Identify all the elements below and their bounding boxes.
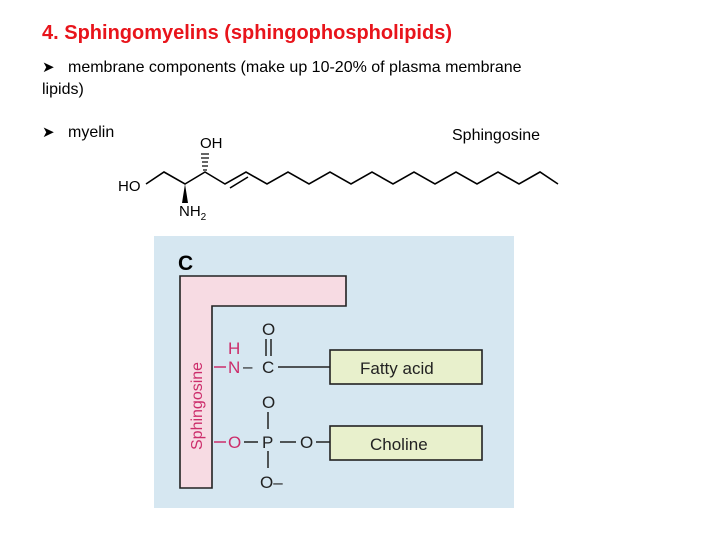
fatty-acid-box bbox=[329, 349, 483, 385]
sphingosine-caption: Sphingosine bbox=[452, 127, 541, 144]
oh-label: OH bbox=[200, 135, 223, 152]
sphingomyelin-diagram: C Sphingosine H N – C O O P O O O– Fatty… bbox=[154, 236, 514, 508]
choline-label: Choline bbox=[370, 435, 428, 454]
double-bond bbox=[229, 176, 249, 189]
fatty-acid-label: Fatty acid bbox=[360, 359, 434, 378]
bullet-myelin-text: myelin bbox=[68, 124, 115, 141]
phosphate-o-bottom: O– bbox=[260, 473, 283, 492]
amide-dash: – bbox=[243, 357, 253, 376]
amide-c: C bbox=[262, 358, 274, 377]
bullet-membrane-text: membrane components (make up 10-20% of p… bbox=[68, 59, 522, 76]
sphingosine-backbone bbox=[179, 275, 347, 489]
hashed-bond bbox=[201, 153, 209, 171]
arrow-bullet-icon: ➤ bbox=[42, 59, 55, 76]
phosphate-p: P bbox=[262, 433, 273, 452]
choline-box bbox=[329, 425, 483, 461]
nh2-label: NH2 bbox=[179, 203, 207, 223]
bullet-membrane: ➤ membrane components (make up 10-20% of … bbox=[42, 58, 522, 78]
bullet-membrane-continued: lipids) bbox=[42, 81, 84, 98]
arrow-bullet-icon: ➤ bbox=[42, 124, 55, 141]
amide-o: O bbox=[262, 320, 275, 339]
backbone-label: Sphingosine bbox=[189, 362, 206, 450]
amide-h: H bbox=[228, 339, 240, 358]
ho-label: HO bbox=[118, 178, 141, 195]
slide-title: 4. Sphingomyelins (sphingophospholipids) bbox=[42, 22, 452, 44]
carbon-chain bbox=[145, 171, 559, 189]
phosphate-o-left: O bbox=[228, 433, 241, 452]
phosphate-o-right: O bbox=[300, 433, 313, 452]
diagram-bonds bbox=[214, 339, 330, 468]
wedge-bond bbox=[182, 184, 188, 203]
panel-letter: C bbox=[178, 252, 193, 275]
phosphate-o-top: O bbox=[262, 393, 275, 412]
amide-n: N bbox=[228, 358, 240, 377]
bullet-myelin: ➤ myelin bbox=[42, 123, 114, 143]
